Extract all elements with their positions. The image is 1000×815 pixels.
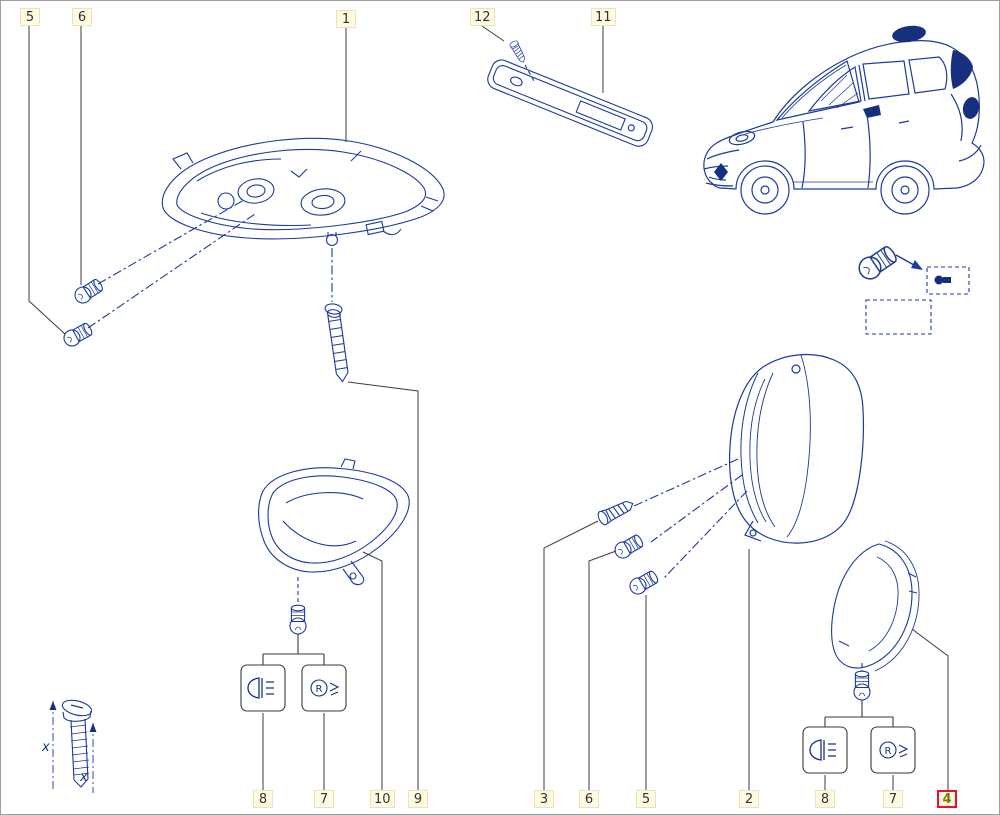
bulb-spec-box-7-right: R <box>870 726 916 774</box>
callout-2[interactable]: 2 <box>739 790 759 808</box>
leader-line-3 <box>543 520 599 790</box>
leader-line-6-right <box>588 550 617 790</box>
headlamp-assembly-art <box>161 137 445 247</box>
bulb-art-corner <box>853 670 871 701</box>
callout-8-left[interactable]: 8 <box>253 790 273 808</box>
callout-6-top[interactable]: 6 <box>72 8 92 26</box>
assembly-axis-lines-left <box>87 199 333 329</box>
leader-line-9 <box>347 381 419 790</box>
callout-7-right[interactable]: 7 <box>883 790 903 808</box>
corner-lamp-art-4 <box>831 540 920 672</box>
screw-art-12 <box>508 39 535 82</box>
bulb-art-6-right <box>611 532 646 562</box>
callout-7-left[interactable]: 7 <box>314 790 334 808</box>
license-plate-lamp-art-11 <box>487 59 654 147</box>
dimension-x-mark-1: x <box>41 740 50 755</box>
dimension-x-mark-2: x <box>79 770 88 785</box>
r-type-bulb-icon: R <box>310 679 340 697</box>
callout-4-highlighted[interactable]: 4 <box>937 790 957 808</box>
assembly-axis-lines-right <box>633 458 748 579</box>
bracket-right <box>824 700 894 727</box>
r-letter: R <box>316 684 323 695</box>
r-type-bulb-icon: R <box>879 741 909 759</box>
leader-line-10 <box>362 551 383 790</box>
bulb-spec-box-7-left: R <box>301 664 347 712</box>
dashed-box-small <box>926 266 970 295</box>
rear-wheel <box>880 165 930 215</box>
callout-9[interactable]: 9 <box>408 790 428 808</box>
callout-12[interactable]: 12 <box>470 8 495 26</box>
screw-art-3 <box>595 496 637 527</box>
vehicle-shading <box>863 25 980 119</box>
r-letter: R <box>885 746 892 757</box>
leader-line-5-top <box>28 26 66 335</box>
callout-5-top[interactable]: 5 <box>20 8 40 26</box>
arrow-icon <box>895 254 923 270</box>
rear-lamp-art-2 <box>728 354 864 544</box>
bulb-spec-box-8-right <box>802 726 848 774</box>
fog-beam-bulb-icon <box>247 677 275 699</box>
screw-dimension-detail: x x <box>41 699 97 793</box>
callout-6-right[interactable]: 6 <box>579 790 599 808</box>
bulb-art-side <box>854 242 901 284</box>
bracket-left <box>262 634 325 665</box>
screw-art-9 <box>324 303 349 383</box>
renault-logo-icon <box>714 163 728 181</box>
callout-3[interactable]: 3 <box>534 790 554 808</box>
leader-line-12 <box>481 25 505 42</box>
bulb-art-fog <box>289 604 307 635</box>
front-wheel <box>740 165 790 215</box>
dashed-box-large <box>865 299 932 335</box>
bulb-spec-box-8-left <box>240 664 286 712</box>
leader-lines <box>28 25 949 790</box>
callout-11[interactable]: 11 <box>591 8 616 26</box>
callout-8-right[interactable]: 8 <box>815 790 835 808</box>
bulb-art-5-right <box>626 568 661 598</box>
bulb-art-6-left <box>71 276 106 307</box>
bulb-art-5-left <box>60 320 95 350</box>
callout-5-right[interactable]: 5 <box>636 790 656 808</box>
callout-10[interactable]: 10 <box>370 790 395 808</box>
leader-line-4 <box>911 628 949 790</box>
fog-lamp-art-10 <box>258 458 410 586</box>
fog-beam-bulb-icon <box>809 739 837 761</box>
bulb-chip-icon <box>934 275 951 285</box>
callout-1[interactable]: 1 <box>336 10 356 28</box>
vehicle-art <box>703 25 985 215</box>
